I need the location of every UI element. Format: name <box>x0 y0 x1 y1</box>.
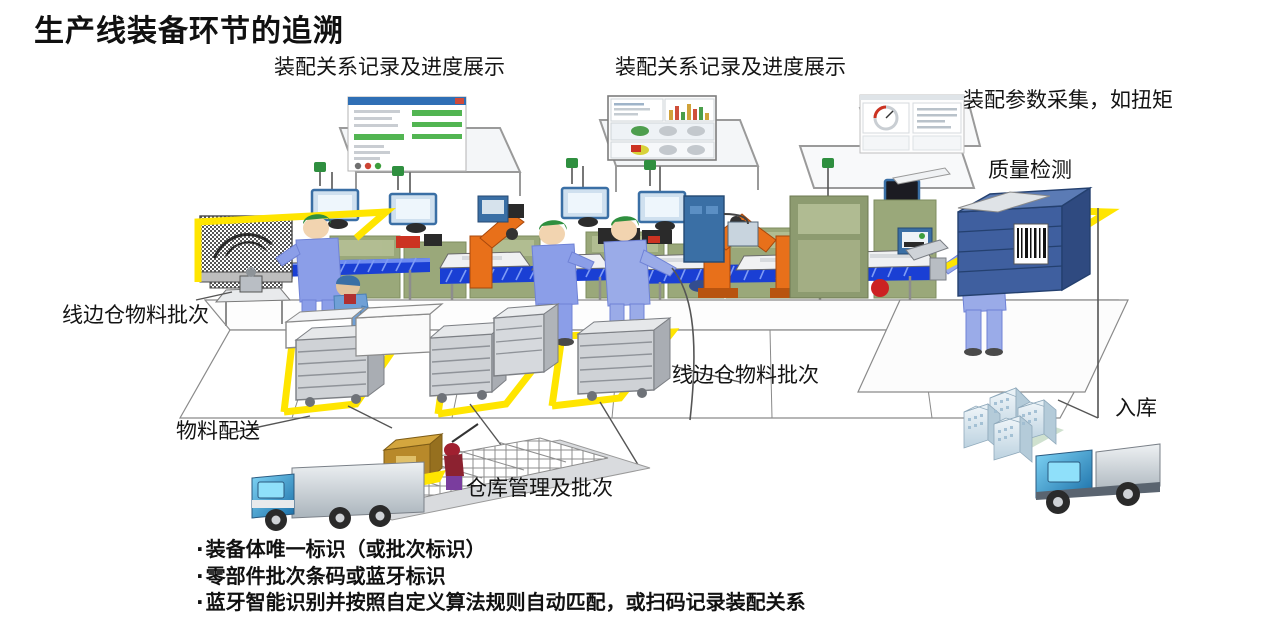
isometric-buildings <box>963 387 1064 463</box>
callout-assembly-record-center: 装配关系记录及进度展示 <box>615 55 846 79</box>
trolley-1 <box>294 323 386 407</box>
callout-assembly-params: 装配参数采集，如扭矩 <box>963 88 1173 112</box>
worker-scan <box>941 224 1007 356</box>
worker-inspect <box>275 214 343 344</box>
trolley-4 <box>576 317 672 401</box>
trolley-rear-left <box>284 307 366 349</box>
worker-assemble-b <box>603 216 695 421</box>
worker-seated <box>333 275 398 337</box>
bullet-item: 零部件批次条码或蓝牙标识 <box>196 563 806 590</box>
screen-gauge-right <box>859 94 965 154</box>
trolley-2 <box>428 320 508 403</box>
screen-dashboard-left <box>347 96 467 172</box>
worker-group <box>275 214 1007 421</box>
pallet-box-gold <box>382 432 446 486</box>
page-title: 生产线装备环节的追溯 <box>34 14 344 49</box>
bullet-item: 装备体唯一标识（或批次标识） <box>196 536 806 563</box>
truck-left <box>251 461 425 531</box>
robot-arms <box>469 195 810 298</box>
bullet-item: 蓝牙智能识别并按照自定义算法规则自动匹配，或扫码记录装配关系 <box>196 589 806 616</box>
conveyor-line <box>249 249 940 300</box>
callout-line-side-store-left: 线边仓物料批次 <box>62 303 209 327</box>
worker-assemble-a <box>531 220 595 346</box>
trolley-3 <box>492 303 560 377</box>
trolley-group <box>284 303 672 407</box>
crate-stack-barcode <box>957 186 1093 297</box>
line-side-store-machine <box>199 215 293 326</box>
screen-board-center <box>607 95 717 161</box>
callout-line-side-store-right: 线边仓物料批次 <box>672 363 819 387</box>
callout-assembly-record-left: 装配关系记录及进度展示 <box>274 55 505 79</box>
overhead-monitor-group <box>310 158 951 246</box>
highlight-zones <box>194 206 1120 418</box>
truck-right <box>1035 443 1161 514</box>
factory-floor <box>178 299 1129 419</box>
callout-quality-inspection: 质量检测 <box>988 158 1072 182</box>
key-points-list: 装备体唯一标识（或批次标识） 零部件批次条码或蓝牙标识 蓝牙智能识别并按照自定义… <box>196 536 806 616</box>
workbench-row <box>329 199 937 299</box>
callout-inbound-storage: 入库 <box>1115 396 1157 420</box>
callout-material-delivery: 物料配送 <box>176 419 260 443</box>
right-inspection-station <box>789 195 949 299</box>
leader-lines <box>195 208 1099 471</box>
callout-warehouse-management: 仓库管理及批次 <box>466 476 613 500</box>
